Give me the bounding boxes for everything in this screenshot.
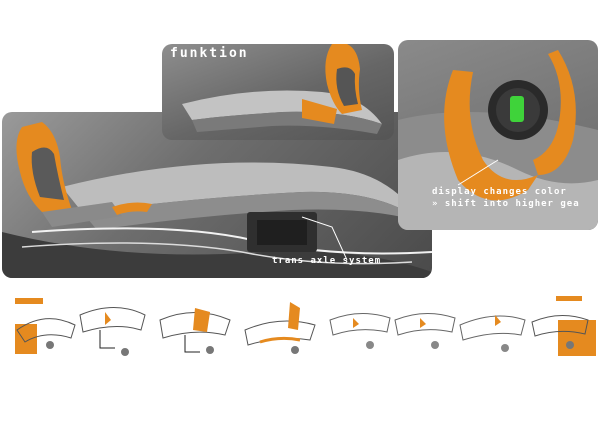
sequence-frame-1 — [15, 298, 76, 354]
trans-axle-callout: trans axle system — [272, 256, 382, 266]
steering-wheel-render — [398, 50, 598, 230]
funktion-title: funktion — [170, 46, 249, 61]
sequence-frame-2 — [79, 307, 146, 356]
shift-callout: » shift into higher gea — [432, 199, 580, 209]
steering-wheel-panel — [398, 40, 598, 230]
funktion-render — [182, 44, 382, 134]
sequence-frame-7 — [459, 315, 526, 352]
shift-arrows-icon: » — [432, 199, 439, 209]
sequence-frame-8 — [531, 296, 596, 356]
sequence-frame-5 — [329, 313, 391, 349]
funktion-render-panel — [162, 44, 394, 140]
sequence-frame-6 — [394, 313, 456, 349]
cockpit-render — [2, 122, 432, 278]
display-callout: display changes color — [432, 187, 567, 197]
sequence-frame-3 — [159, 308, 231, 354]
green-display — [510, 96, 524, 122]
shift-callout-text: shift into higher gea — [444, 199, 580, 209]
sequence-strip — [0, 290, 600, 370]
sequence-frame-4 — [244, 302, 316, 354]
